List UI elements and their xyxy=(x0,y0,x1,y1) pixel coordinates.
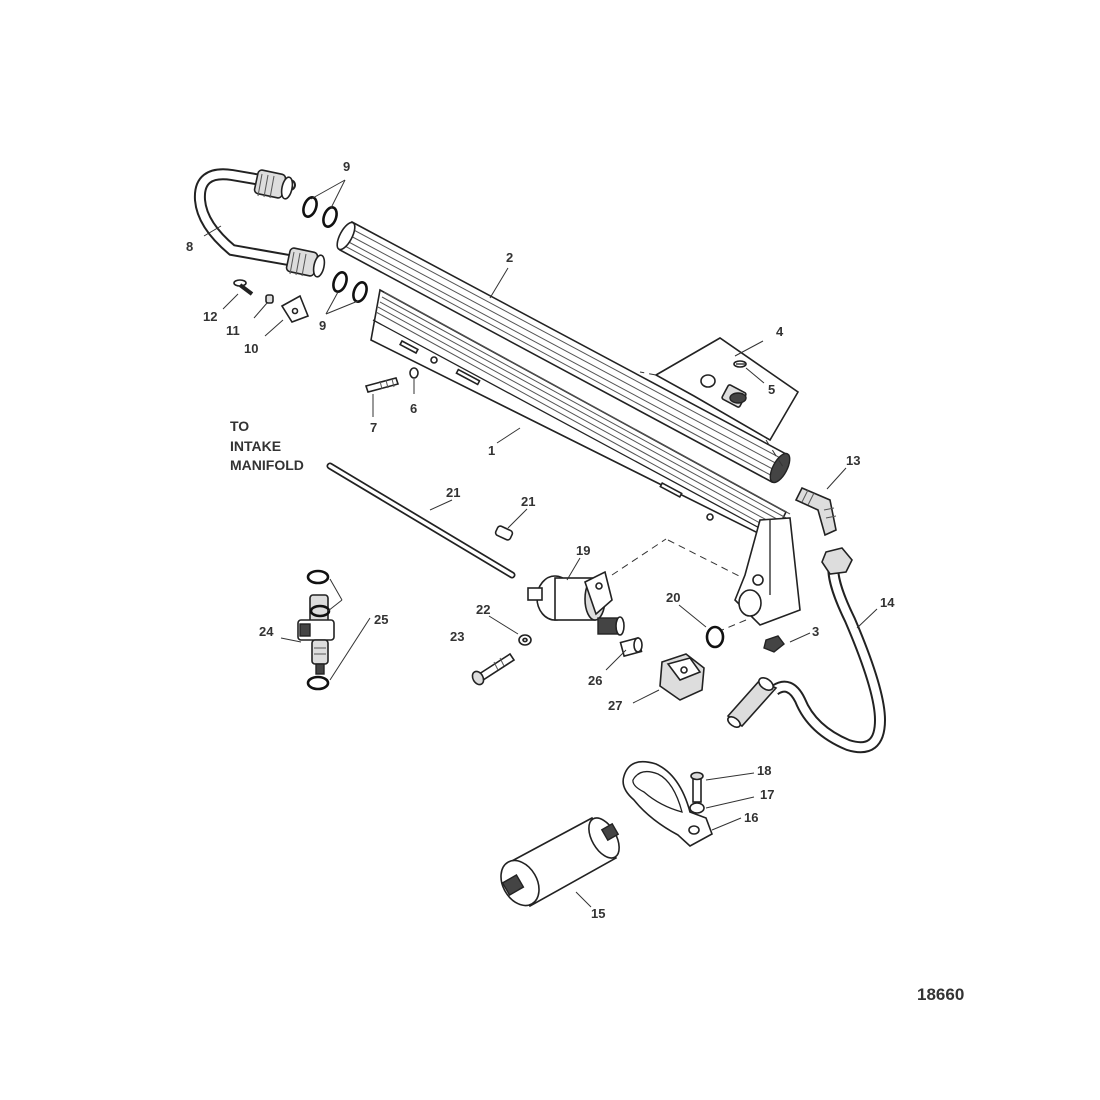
callout-3: 3 xyxy=(812,624,819,639)
leader-lines xyxy=(203,179,878,908)
part-18-bolt xyxy=(690,771,704,803)
callout-2: 2 xyxy=(506,250,513,265)
part-1-fuel-rail-lower xyxy=(370,288,801,626)
part-10-bracket xyxy=(280,294,310,323)
part-20-o-ring xyxy=(705,625,725,649)
part-25-injector-o-rings xyxy=(306,569,331,691)
callout-14: 14 xyxy=(880,595,895,610)
callout-20: 20 xyxy=(666,590,680,605)
callout-17: 17 xyxy=(760,787,774,802)
part-21-hose-connector xyxy=(494,525,514,541)
callout-19: 19 xyxy=(576,543,590,558)
callout-5: 5 xyxy=(768,382,775,397)
callout-18: 18 xyxy=(757,763,771,778)
callout-11: 11 xyxy=(226,323,240,338)
part-6-washer xyxy=(409,367,419,379)
callout-27: 27 xyxy=(608,698,622,713)
part-2-fuel-rail-upper xyxy=(336,220,791,484)
rail-end-bracket xyxy=(734,517,801,626)
callout-6: 6 xyxy=(410,401,417,416)
note-line-2: INTAKE xyxy=(230,438,281,454)
callout-labels: 1 2 3 4 5 6 7 8 9 9 10 11 12 13 14 15 16… xyxy=(186,159,895,921)
part-12-screw xyxy=(233,279,254,296)
callout-10: 10 xyxy=(244,341,258,356)
callout-1: 1 xyxy=(488,443,495,458)
figure-number: 18660 xyxy=(917,985,964,1004)
part-11-clip xyxy=(265,294,274,304)
part-17-washer xyxy=(689,802,705,814)
callout-12: 12 xyxy=(203,309,217,324)
part-23-bolt xyxy=(471,652,516,686)
part-15-fuel-filter xyxy=(500,816,620,908)
callout-21-connector: 21 xyxy=(521,494,535,509)
part-14-fuel-line xyxy=(726,547,887,754)
part-7-stud xyxy=(364,377,400,393)
callout-4: 4 xyxy=(776,324,784,339)
intake-manifold-note: TO INTAKE MANIFOLD xyxy=(230,418,304,473)
part-27-cap-nut xyxy=(659,653,705,701)
crossover-fitting-lower xyxy=(285,247,326,278)
callout-26: 26 xyxy=(588,673,602,688)
assembly-lines xyxy=(611,371,786,631)
part-16-filter-clamp xyxy=(622,760,713,847)
part-13-elbow-fitting xyxy=(794,486,837,537)
callout-13: 13 xyxy=(846,453,860,468)
callout-8: 8 xyxy=(186,239,193,254)
callout-22: 22 xyxy=(476,602,490,617)
callout-7: 7 xyxy=(370,420,377,435)
crossover-fitting-upper xyxy=(253,169,294,200)
part-3-plug xyxy=(763,635,785,653)
part-22-washer xyxy=(518,634,532,646)
callout-21-hose: 21 xyxy=(446,485,460,500)
part-26-filter-screen xyxy=(619,636,643,658)
callout-24: 24 xyxy=(259,624,274,639)
fuel-line-end-fitting xyxy=(726,677,778,728)
part-24-fuel-injector xyxy=(297,594,335,675)
callout-23: 23 xyxy=(450,629,464,644)
note-line-3: MANIFOLD xyxy=(230,457,304,473)
callout-9-top: 9 xyxy=(343,159,350,174)
part-21-vacuum-hose xyxy=(326,462,516,579)
callout-16: 16 xyxy=(744,810,758,825)
note-line-1: TO xyxy=(230,418,249,434)
part-4-valve-kit xyxy=(654,337,800,442)
part-5-schrader-valve xyxy=(721,384,747,408)
callout-9-bottom: 9 xyxy=(319,318,326,333)
callout-15: 15 xyxy=(591,906,605,921)
fuel-line-nut xyxy=(821,547,853,575)
part-19-pressure-regulator xyxy=(527,570,625,636)
part-8-crossover-tube xyxy=(193,168,326,278)
regulator-outlet xyxy=(597,616,625,636)
callout-25: 25 xyxy=(374,612,388,627)
